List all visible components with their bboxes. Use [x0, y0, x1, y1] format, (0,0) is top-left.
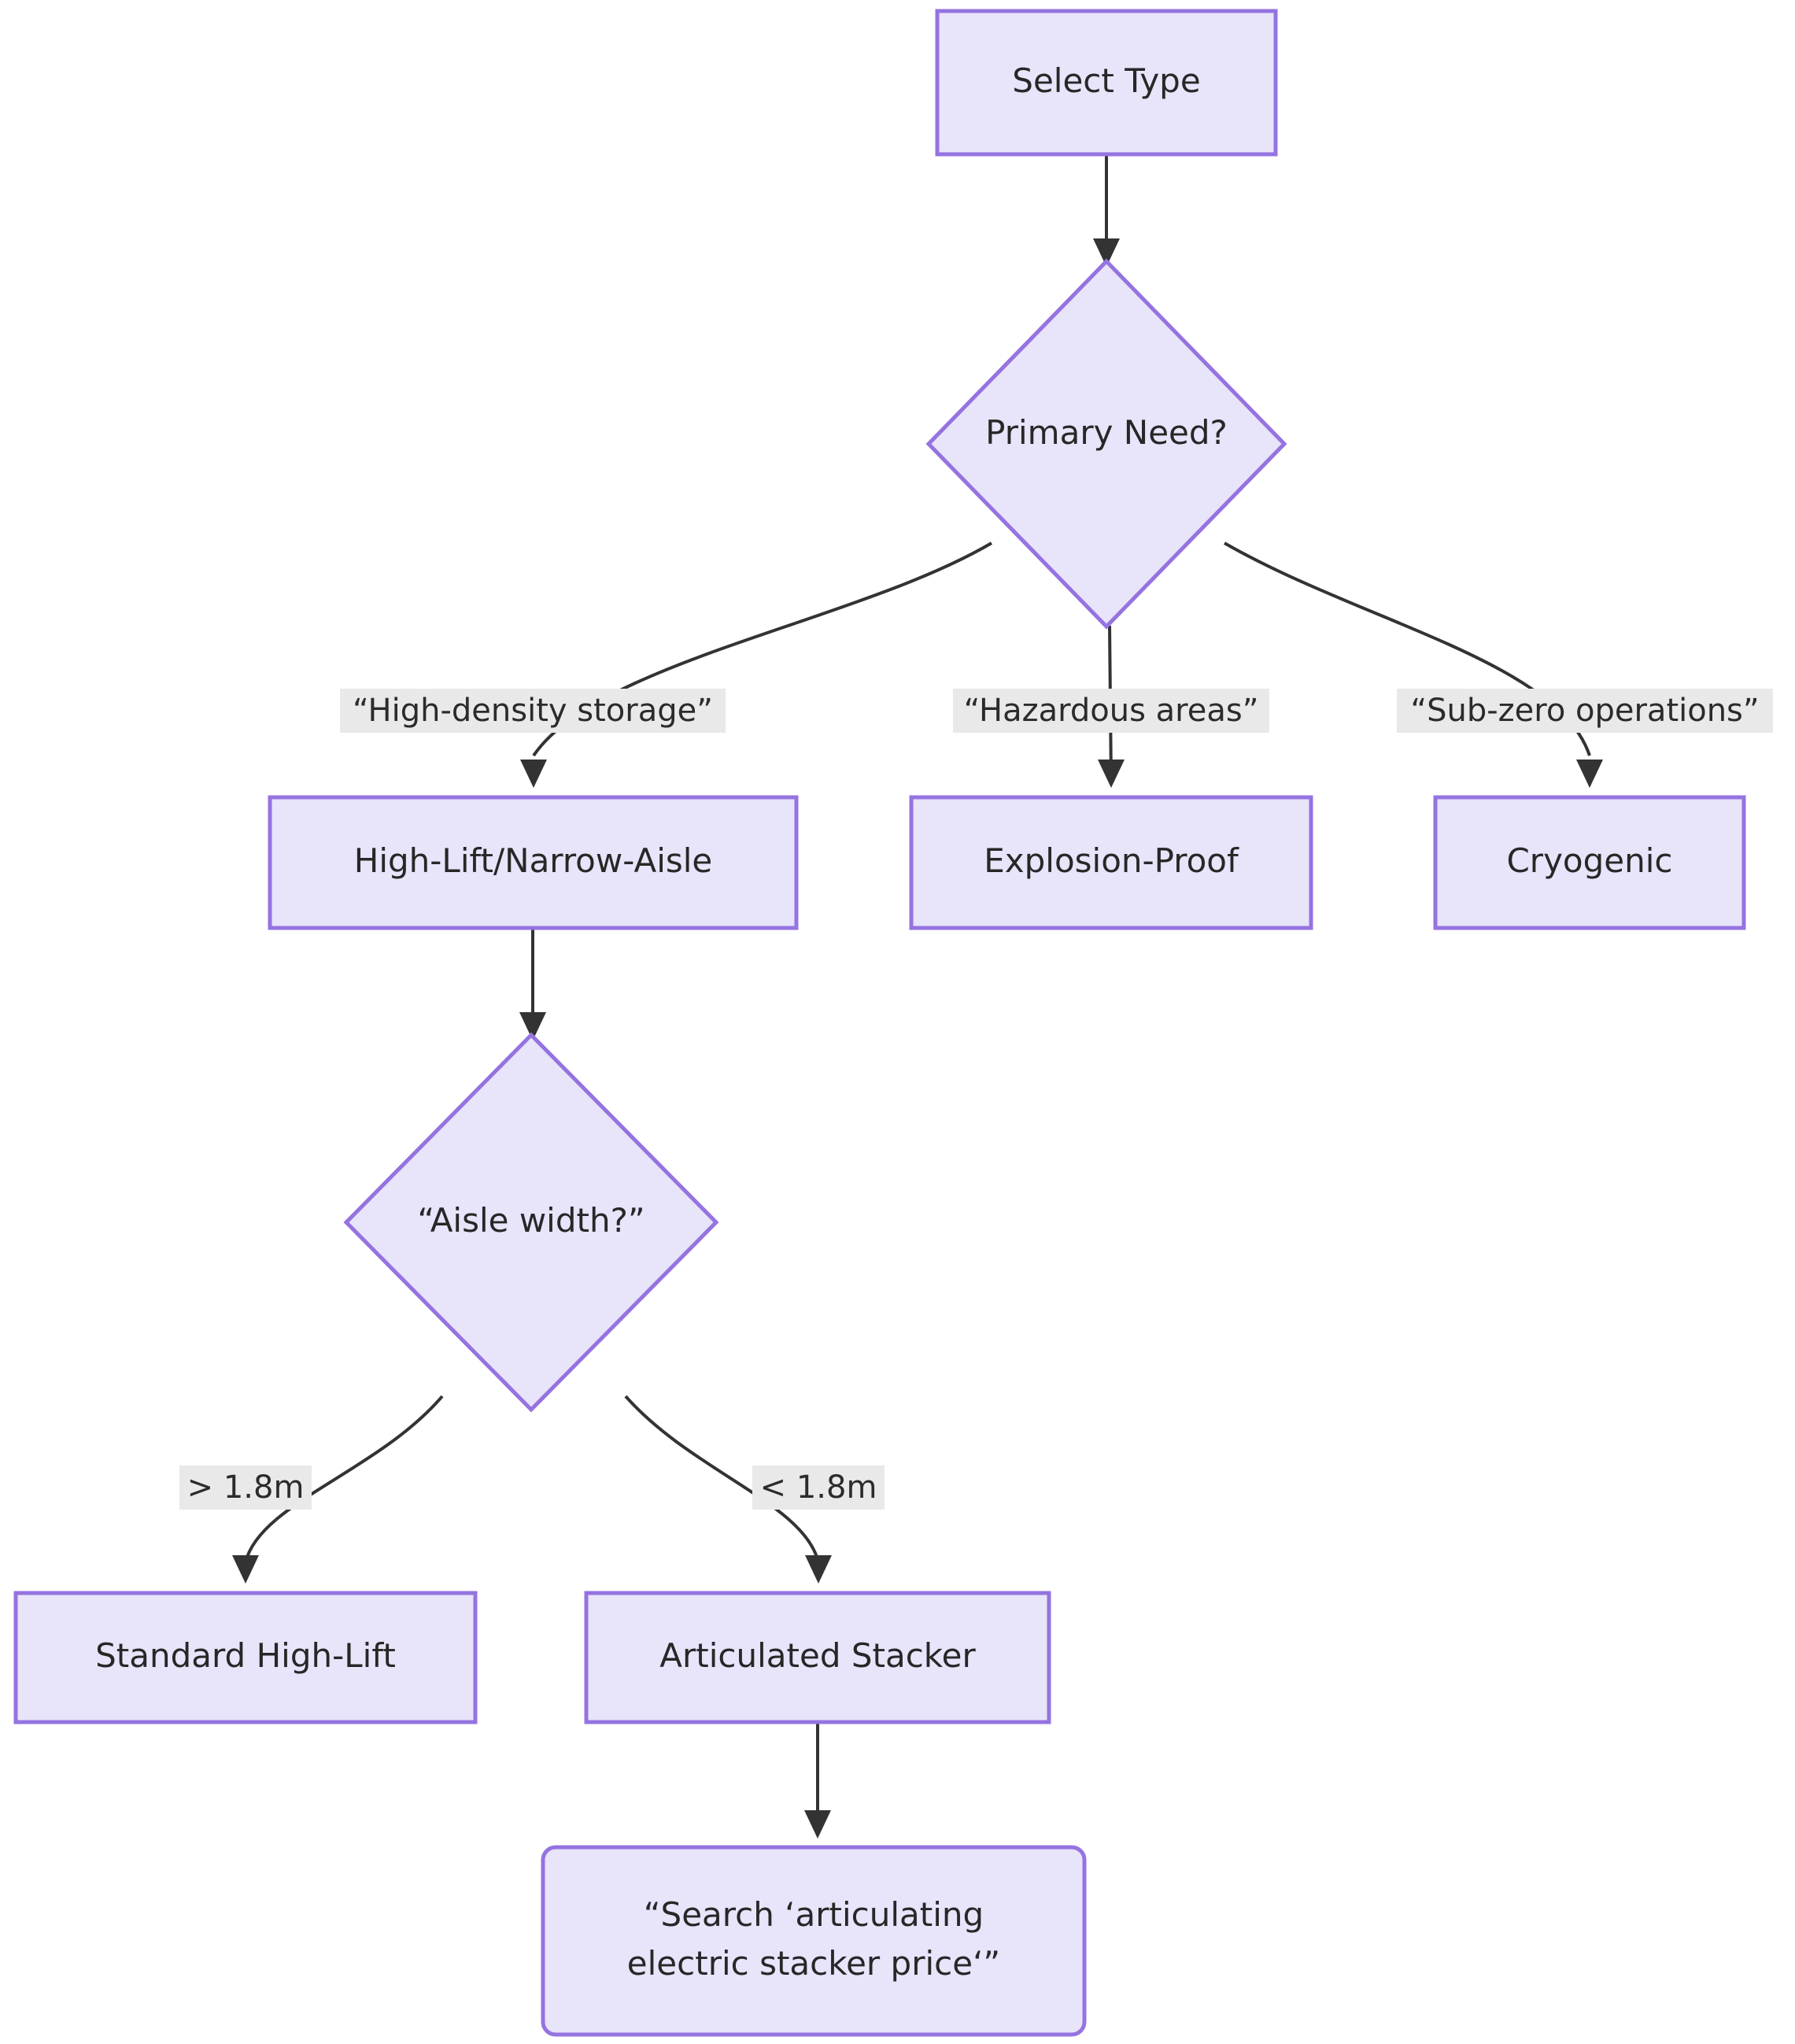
edge-primary-need-to-high-lift-narrow-aisle: [520, 541, 993, 788]
arrowhead-icon: [1093, 238, 1120, 267]
node-articulated-stacker[interactable]: Articulated Stacker: [584, 1591, 1051, 1724]
box-shape: [909, 795, 1313, 930]
rounded-box-shape: [541, 1845, 1087, 2037]
box-shape: [268, 795, 799, 930]
node-label: High-Lift/Narrow-Aisle: [354, 841, 713, 880]
decision-shape: [343, 1032, 719, 1413]
node-label: Select Type: [1012, 61, 1200, 100]
edge-label-e6: > 1.8m: [179, 1466, 312, 1510]
arrowhead-icon: [1576, 760, 1603, 788]
node-cryogenic[interactable]: Cryogenic: [1433, 795, 1746, 930]
edges-layer: [232, 154, 1603, 1839]
arrowhead-icon: [805, 1555, 832, 1584]
arrowhead-icon: [1098, 760, 1125, 788]
node-aisle-width[interactable]: “Aisle width?”: [343, 1032, 719, 1413]
edge-label-e3: “Hazardous areas”: [953, 689, 1269, 733]
edge-label-text: < 1.8m: [760, 1469, 877, 1506]
arrowhead-icon: [804, 1810, 831, 1839]
edge-articulated-stacker-to-search-query: [804, 1722, 831, 1839]
edge-label-e7: < 1.8m: [752, 1466, 885, 1510]
node-label: Articulated Stacker: [659, 1636, 976, 1675]
edge-label-background: [340, 689, 726, 733]
node-label: Primary Need?: [985, 413, 1228, 452]
node-label: Explosion-Proof: [984, 841, 1239, 880]
arrowhead-icon: [232, 1555, 259, 1584]
box-shape: [13, 1591, 478, 1724]
box-shape: [935, 9, 1278, 157]
node-high-lift-narrow-aisle[interactable]: High-Lift/Narrow-Aisle: [268, 795, 799, 930]
edge-aisle-width-to-standard-high-lift: [232, 1395, 444, 1584]
edge-line: [624, 1395, 820, 1563]
edge-labels-layer: “High-density storage” “Hazardous areas” “…: [179, 689, 1773, 1510]
node-label: Cryogenic: [1506, 841, 1672, 880]
node-explosion-proof[interactable]: Explosion-Proof: [909, 795, 1313, 930]
edge-label-e2: “High-density storage”: [340, 689, 726, 733]
node-label: “Aisle width?”: [417, 1201, 645, 1240]
box-shape: [584, 1591, 1051, 1724]
arrowhead-icon: [520, 760, 547, 788]
edge-label-text: “Hazardous areas”: [964, 693, 1259, 729]
edge-label-text: “Sub-zero operations”: [1410, 693, 1759, 729]
edge-label-background: [1397, 689, 1773, 733]
node-select-type[interactable]: Select Type: [935, 9, 1278, 157]
box-shape: [1433, 795, 1746, 930]
edge-select-type-to-primary-need: [1093, 154, 1120, 267]
node-primary-need[interactable]: Primary Need?: [925, 258, 1287, 630]
edge-line: [244, 1395, 444, 1563]
edge-label-text: “High-density storage”: [353, 693, 713, 729]
node-label: Standard High-Lift: [95, 1636, 396, 1675]
edge-high-lift-narrow-aisle-to-aisle-width: [519, 928, 546, 1040]
edge-label-e4: “Sub-zero operations”: [1397, 689, 1773, 733]
arrowhead-icon: [519, 1012, 546, 1040]
edge-label-background: [752, 1466, 885, 1510]
edge-aisle-width-to-articulated-stacker: [624, 1395, 832, 1584]
edge-primary-need-to-cryogenic: [1224, 541, 1603, 788]
edge-label-background: [953, 689, 1269, 733]
edge-label-text: > 1.8m: [187, 1469, 305, 1506]
node-standard-high-lift[interactable]: Standard High-Lift: [13, 1591, 478, 1724]
decision-shape: [925, 258, 1287, 630]
edge-label-background: [179, 1466, 312, 1510]
